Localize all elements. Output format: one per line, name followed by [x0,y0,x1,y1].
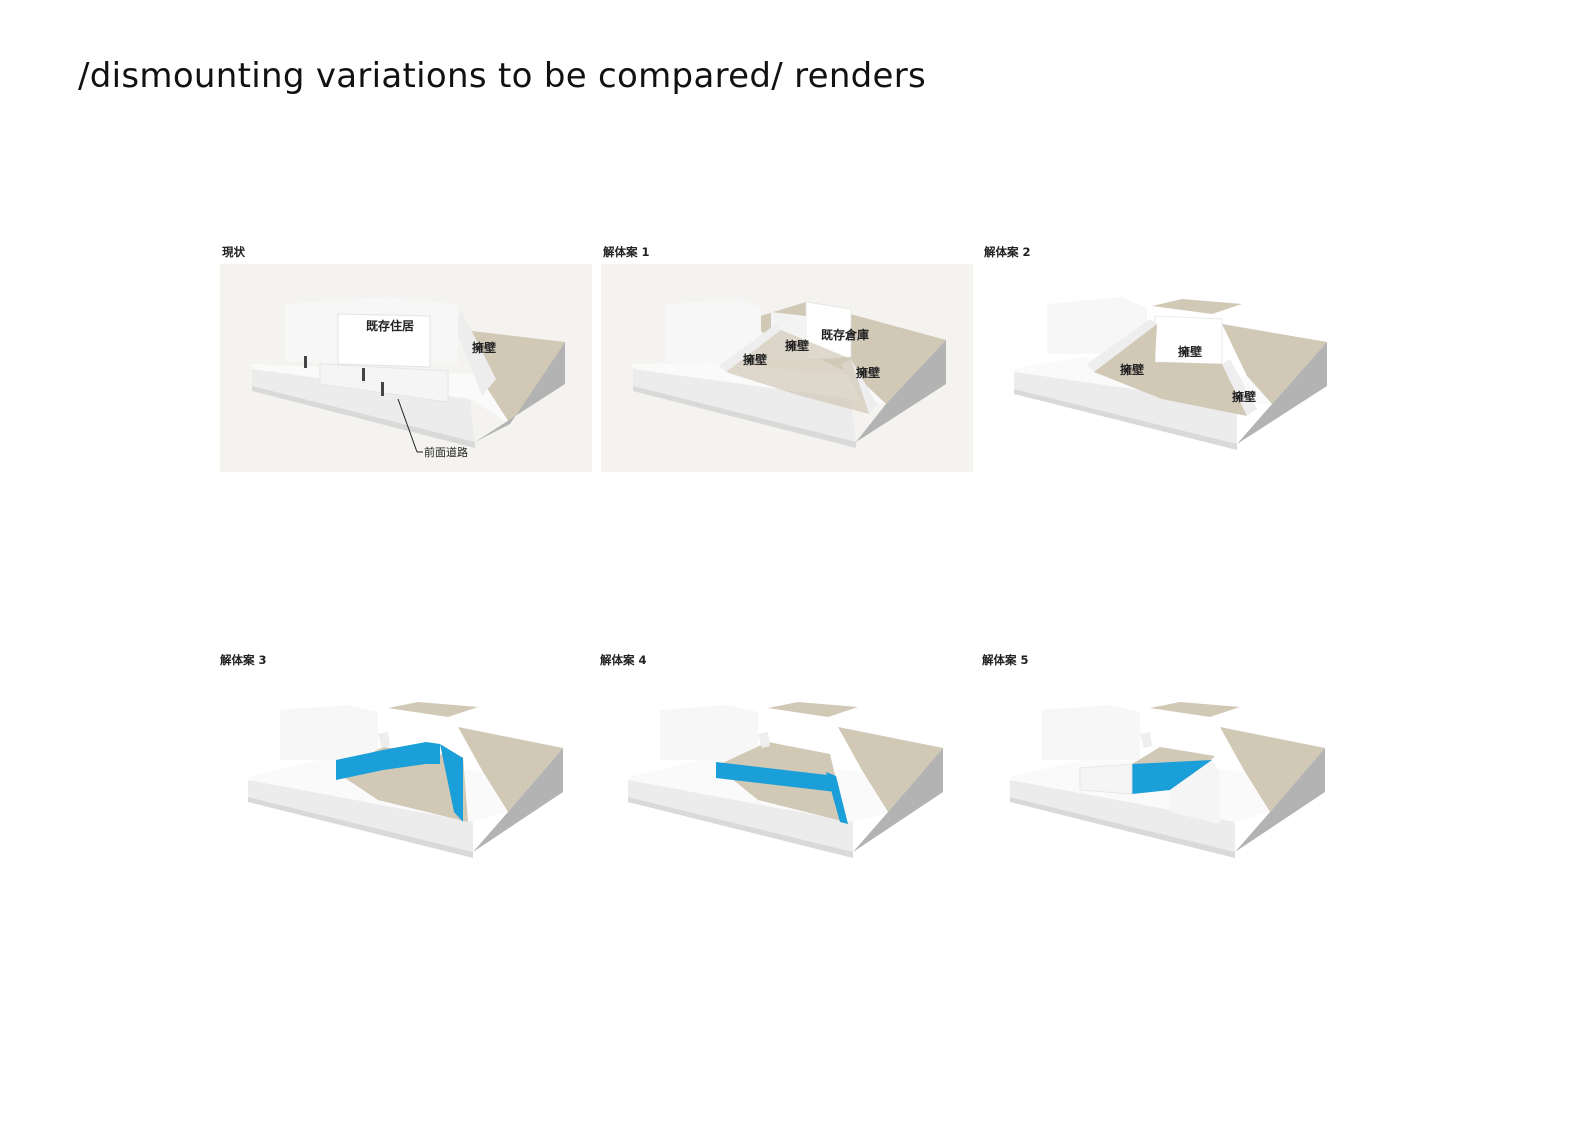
white-wall-block [1079,763,1133,795]
panel-label: 解体案 1 [603,245,650,259]
warehouse-label: 既存倉庫 [821,327,869,342]
road-slope [1014,372,1237,444]
render-option-3 [248,702,563,858]
site-side-face [1235,748,1325,852]
road-edge [1010,797,1235,858]
retaining-wall-label: 擁壁 [743,352,767,367]
white-wall-block [1170,760,1220,824]
site-side-face [856,340,946,442]
panel-option-4: 解体案 4 [598,652,970,892]
road-slope [252,369,475,442]
far-ground [1150,702,1240,717]
panel-label: 解体案 4 [600,653,647,667]
retaining-wall [452,312,496,396]
panel-option-3: 解体案 3 [218,652,590,892]
existing-house-mass [666,299,761,362]
retaining-wall-label: 擁壁 [856,365,880,380]
existing-house-mass [660,705,758,760]
excavated-floor [1094,324,1247,416]
ground-terrace [1220,727,1325,812]
far-ground [388,702,478,717]
road-slope [1010,780,1235,852]
render-current: 既存住居 擁壁 前面道路 [220,264,592,472]
page-title: /dismounting variations to be compared/ … [78,56,927,96]
existing-house-mass [280,705,378,760]
retaining-wall [1140,732,1152,748]
highlighted-wall [1132,760,1212,794]
retaining-wall-label: 擁壁 [472,340,496,355]
road-slope [248,780,473,852]
person-figure [362,368,365,381]
panel-label: 解体案 2 [984,245,1031,259]
retaining-wall-label: 擁壁 [1232,389,1256,404]
panel-option-1: 解体案 1 既存倉庫 擁壁 擁壁 擁壁 [601,244,973,484]
retaining-wall [378,732,390,748]
highlighted-wall [716,762,836,792]
render-option-4 [628,702,943,858]
road-edge [633,386,856,448]
retaining-wall-label: 擁壁 [1178,344,1202,359]
retaining-wall [1222,359,1257,416]
ground-terrace [458,727,563,812]
road-slope [633,369,856,442]
site-side-face [1237,342,1327,444]
road-edge [1014,389,1237,450]
person-figure [304,356,307,368]
retaining-wall-label: 擁壁 [1120,362,1144,377]
existing-house-front [337,313,431,368]
ground-terrace [838,727,943,812]
person-figure [381,382,384,396]
panel-option-2: 解体案 2 擁壁 擁壁 擁壁 [982,244,1354,484]
excavated-floor [726,330,869,414]
road-edge [628,797,853,858]
site-side-face [475,342,565,442]
road-slope [628,780,853,852]
panel-label: 解体案 3 [220,653,267,667]
far-ground [1152,299,1242,314]
site-side-face [853,748,943,852]
panel-current: 現状 既存住居 擁壁 前面道路 [220,244,592,484]
highlighted-wall [426,742,440,764]
site-side-face [473,748,563,852]
road-label: 前面道路 [424,445,468,459]
retaining-wall [1087,319,1157,372]
render-option-5 [1010,702,1325,858]
panel-label: 現状 [222,245,245,259]
highlighted-wall [336,750,383,780]
highlighted-wall [826,772,848,824]
retaining-wall-label: 擁壁 [785,338,809,353]
retaining-wall [758,732,770,748]
ground-terrace [1222,324,1327,404]
highlighted-wall [440,744,463,822]
highlighted-wall [383,742,426,770]
road-edge [252,386,475,448]
render-option-1: 既存倉庫 擁壁 擁壁 擁壁 [601,264,973,472]
building-label: 既存住居 [366,318,414,333]
existing-house-mass [1042,705,1140,760]
far-ground [768,702,858,717]
panel-label: 解体案 5 [982,653,1029,667]
road-edge [248,797,473,858]
render-option-2: 擁壁 擁壁 擁壁 [1012,297,1327,450]
panel-option-5: 解体案 5 [980,652,1352,892]
leader-line [397,398,418,453]
retaining-wall [719,324,781,372]
